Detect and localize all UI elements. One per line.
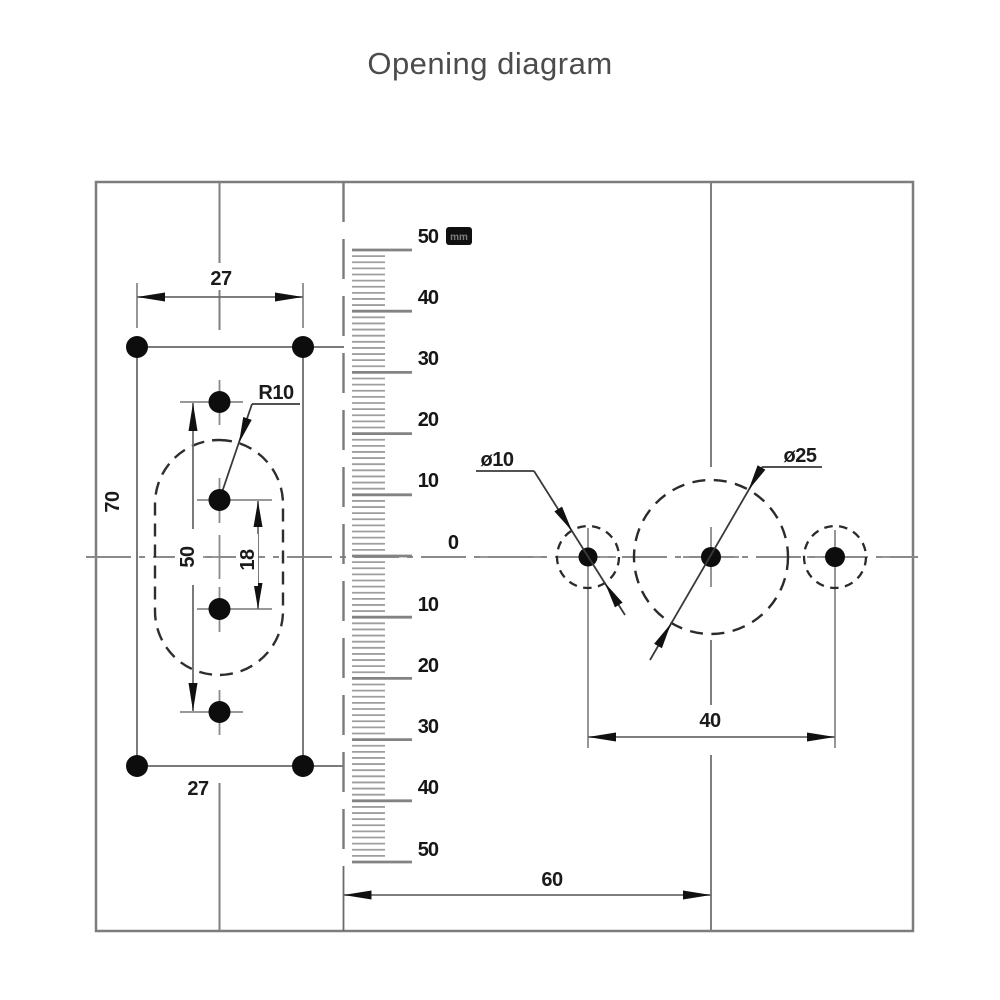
dim-label-27-top: 27	[210, 268, 232, 290]
radius-callout-R10: R10	[218, 382, 300, 502]
arrowhead	[343, 890, 372, 900]
ruler-tick-group	[352, 248, 412, 864]
ruler-label-zero: 0	[448, 532, 459, 554]
diameter-callout-25: ø25	[649, 445, 822, 661]
arrowhead	[239, 416, 252, 443]
arrowhead	[683, 890, 711, 900]
arrowhead	[275, 292, 303, 302]
ruler-label: 10	[418, 594, 439, 616]
arrowhead	[748, 465, 766, 490]
arrowhead	[807, 732, 835, 742]
dimension-60: 60	[342, 866, 711, 931]
small-hole-right-dashed-circle	[802, 524, 868, 590]
dim-label-R10: R10	[258, 382, 294, 404]
dim-label-50: 50	[177, 546, 199, 568]
arrowhead	[588, 732, 616, 742]
ruler-label: 30	[418, 348, 439, 370]
arrowhead	[253, 583, 263, 609]
ruler-label: 10	[418, 470, 439, 492]
ruler-label: 20	[418, 655, 439, 677]
label-mask	[438, 527, 462, 553]
ruler-zero-label-group: 0	[438, 527, 462, 554]
arrowhead	[137, 292, 165, 302]
ruler-label: 40	[418, 287, 439, 309]
diameter-callout-10: ø10	[476, 449, 626, 616]
small-hole-right-center-dot	[825, 547, 845, 567]
ruler-label: 30	[418, 716, 439, 738]
arrowhead	[253, 501, 263, 527]
ruler-label: 50	[418, 226, 439, 248]
dim-label-18: 18	[237, 549, 259, 571]
arrowhead	[188, 683, 198, 711]
large-hole-dashed-circle	[632, 478, 790, 636]
page-title: Opening diagram	[367, 46, 612, 81]
corner-fastener-dots	[126, 336, 314, 777]
dim-label-dia25: ø25	[784, 445, 817, 467]
dimension-18: 18	[236, 501, 263, 609]
ruler-label: 40	[418, 777, 439, 799]
label-mask	[692, 705, 729, 732]
ruler-label: 20	[418, 409, 439, 431]
dim-label-27-bottom: 27	[187, 778, 209, 800]
arrowhead	[654, 623, 671, 649]
large-hole-center-dot	[701, 547, 721, 567]
ruler-unit-badge: mm	[446, 227, 472, 245]
label-mask	[236, 534, 258, 586]
ruler: 50 40 30 20 10 0 10 20 30 40 50 mm	[342, 182, 472, 864]
plate-outline	[136, 182, 344, 931]
small-hole-left-dashed-circle	[555, 524, 621, 590]
dim-label-70: 70	[102, 491, 124, 513]
dimension-50: 50	[175, 403, 199, 711]
arrowhead	[554, 506, 572, 531]
dimension-40: 40	[588, 705, 835, 742]
dim-label-dia10: ø10	[481, 449, 514, 471]
arrowhead	[605, 583, 623, 608]
ruler-label: 50	[418, 839, 439, 861]
label-mask	[203, 263, 239, 290]
arrowhead	[188, 403, 198, 431]
dimension-27-top: 27	[136, 263, 304, 328]
slot-hole-dots	[208, 391, 231, 723]
slot-dashed-outline	[153, 438, 285, 677]
dim-label-60: 60	[541, 869, 563, 891]
ruler-unit-label: mm	[450, 232, 468, 243]
label-mask	[175, 529, 198, 585]
unit-badge-box	[446, 227, 472, 245]
dim-label-40: 40	[699, 710, 721, 732]
